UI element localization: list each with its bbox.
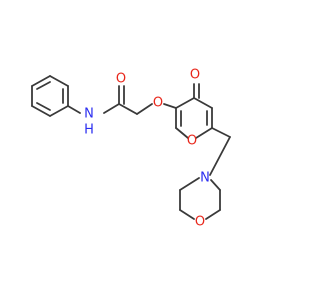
pyranone-ring: [163, 83, 213, 139]
morpholine-nitrogen-label: N: [200, 171, 210, 186]
ring-oxygen-label: O: [187, 134, 197, 149]
amide-hydrogen-label: H: [84, 123, 94, 138]
atom-labels: N H O O O O N O: [84, 68, 210, 230]
ether-oxygen-label: O: [153, 96, 163, 111]
amide-oxygen-label: O: [116, 72, 126, 87]
morpholine-ring: [179, 177, 221, 220]
amide-group: [67, 85, 153, 115]
methylene-linker: [209, 127, 231, 176]
amide-nitrogen-label: N: [84, 107, 94, 122]
molecule-structure: N H O O O O N O: [31, 68, 231, 230]
morpholine-oxygen-label: O: [195, 215, 205, 230]
ketone-oxygen-label: O: [190, 68, 200, 83]
phenyl-ring: [31, 75, 69, 117]
